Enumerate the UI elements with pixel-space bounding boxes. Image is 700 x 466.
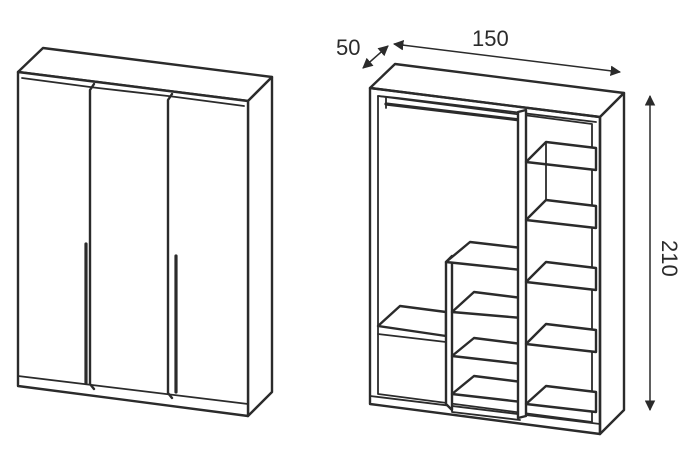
open-wardrobe-side xyxy=(598,91,626,436)
middle-block-top xyxy=(444,240,524,272)
right-shelf-4 xyxy=(524,322,598,354)
right-shelf-2 xyxy=(524,198,598,230)
closed-wardrobe-plinth xyxy=(17,375,249,405)
middle-shelf-2 xyxy=(450,336,524,366)
depth-label: 50 xyxy=(336,35,360,60)
width-label: 150 xyxy=(472,26,509,51)
left-compartment-shelf xyxy=(376,304,448,338)
width-dimension-line xyxy=(392,39,622,77)
open-wardrobe-carcass xyxy=(368,86,602,436)
middle-shelf-3 xyxy=(450,374,524,404)
hanging-rail xyxy=(384,102,522,122)
inner-top-edge xyxy=(377,95,597,123)
height-label: 210 xyxy=(657,240,682,277)
right-shelf-5 xyxy=(524,384,598,414)
right-shelf-1 xyxy=(524,140,598,172)
middle-block-outline xyxy=(451,267,521,421)
open-wardrobe-plinth xyxy=(369,395,601,425)
open-wardrobe xyxy=(368,62,626,436)
door-top-line xyxy=(21,77,245,107)
closed-wardrobe xyxy=(16,46,274,418)
left-compartment-floor xyxy=(377,333,447,343)
open-wardrobe-top xyxy=(368,62,626,119)
dimension-annotations: 50 150 210 xyxy=(336,26,682,412)
right-shelf-3 xyxy=(524,260,598,292)
middle-shelf-1 xyxy=(450,290,524,320)
depth-dimension-line xyxy=(362,45,389,69)
right-column-divider xyxy=(516,108,528,420)
closed-wardrobe-side xyxy=(246,75,274,418)
closed-wardrobe-front xyxy=(16,70,250,418)
